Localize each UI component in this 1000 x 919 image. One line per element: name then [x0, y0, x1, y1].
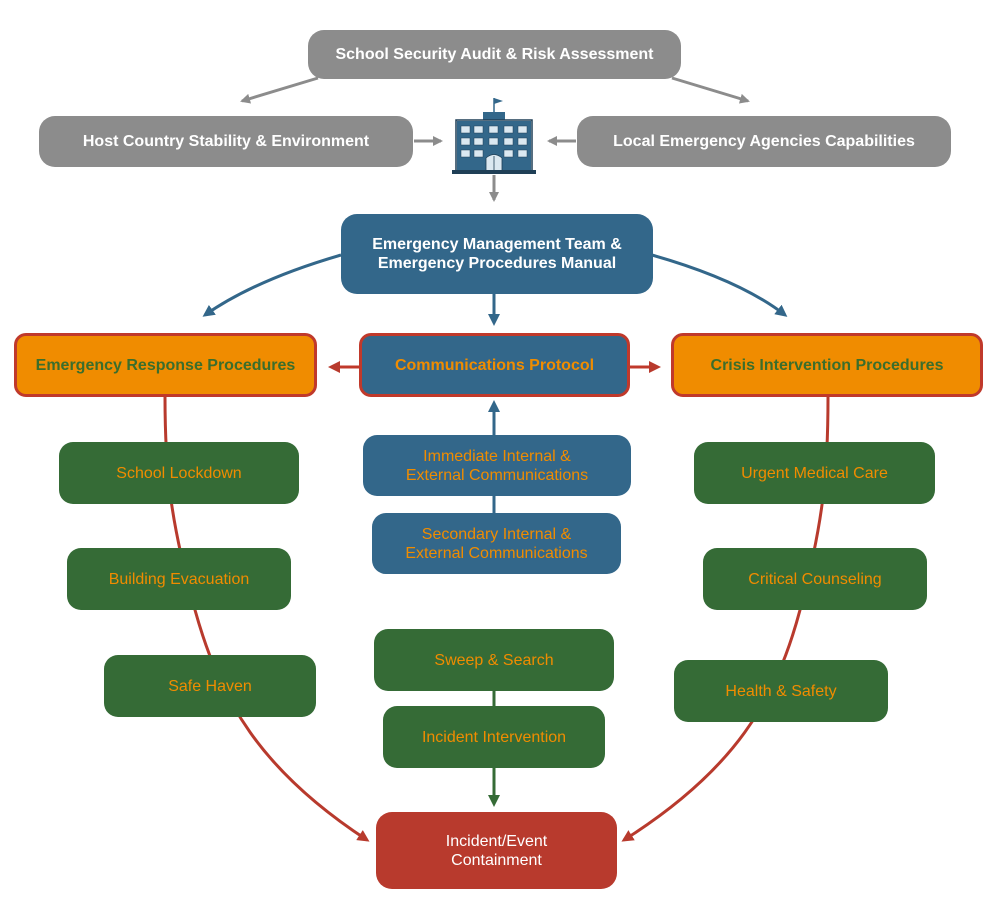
containment-line2: Containment — [451, 851, 542, 869]
audit-box: School Security Audit & Risk Assessment — [308, 30, 681, 79]
response-item-label: School Lockdown — [116, 464, 242, 482]
arrow-audit-to-host — [240, 76, 319, 104]
host-country-label: Host Country Stability & Environment — [82, 133, 370, 150]
crisis-item-health-safety: Health & Safety — [674, 660, 888, 722]
arrow-audit-to-local — [671, 76, 750, 104]
arrow-management-to-crisis — [651, 253, 788, 317]
containment-box: Incident/Event Containment — [376, 812, 617, 889]
management-line1: Emergency Management Team & — [372, 236, 622, 253]
containment-line1: Incident/Event — [445, 832, 548, 850]
management-box: Emergency Management Team & Emergency Pr… — [341, 214, 653, 294]
center-item-label: Incident Intervention — [421, 728, 567, 746]
communication-item-secondary: Secondary Internal & External Communicat… — [372, 513, 621, 574]
crisis-procedures-label: Crisis Intervention Procedures — [710, 356, 944, 374]
center-item-incident-intervention: Incident Intervention — [383, 706, 605, 768]
response-procedures-box: Emergency Response Procedures — [14, 333, 317, 397]
management-line2: Emergency Procedures Manual — [377, 255, 617, 272]
response-procedures-label: Emergency Response Procedures — [35, 356, 296, 374]
communication-item-line2: External Communications — [405, 544, 588, 562]
communications-protocol-box: Communications Protocol — [359, 333, 630, 397]
center-item-label: Sweep & Search — [434, 651, 554, 669]
response-item-label: Building Evacuation — [108, 570, 250, 588]
communication-item-line1: Immediate Internal & — [423, 447, 571, 465]
audit-label: School Security Audit & Risk Assessment — [335, 46, 654, 63]
center-item-sweep-search: Sweep & Search — [374, 629, 614, 691]
crisis-item-medical: Urgent Medical Care — [694, 442, 935, 504]
response-item-evacuation: Building Evacuation — [67, 548, 291, 610]
crisis-item-label: Health & Safety — [725, 682, 837, 700]
communications-protocol-label: Communications Protocol — [394, 356, 595, 374]
arrow-management-to-response — [202, 253, 342, 317]
local-agencies-box: Local Emergency Agencies Capabilities — [577, 116, 951, 167]
crisis-item-counseling: Critical Counseling — [703, 548, 927, 610]
response-item-label: Safe Haven — [168, 677, 252, 695]
response-item-safe-haven: Safe Haven — [104, 655, 316, 717]
communication-item-line1: Secondary Internal & — [421, 525, 572, 543]
school-building-icon — [452, 98, 536, 174]
crisis-procedures-box: Crisis Intervention Procedures — [671, 333, 983, 397]
response-item-lockdown: School Lockdown — [59, 442, 299, 504]
host-country-box: Host Country Stability & Environment — [39, 116, 413, 167]
crisis-item-label: Critical Counseling — [748, 570, 882, 588]
communication-item-line2: External Communications — [405, 466, 589, 484]
local-agencies-label: Local Emergency Agencies Capabilities — [613, 133, 915, 150]
communication-item-immediate: Immediate Internal & External Communicat… — [363, 435, 631, 496]
crisis-item-label: Urgent Medical Care — [741, 464, 888, 482]
